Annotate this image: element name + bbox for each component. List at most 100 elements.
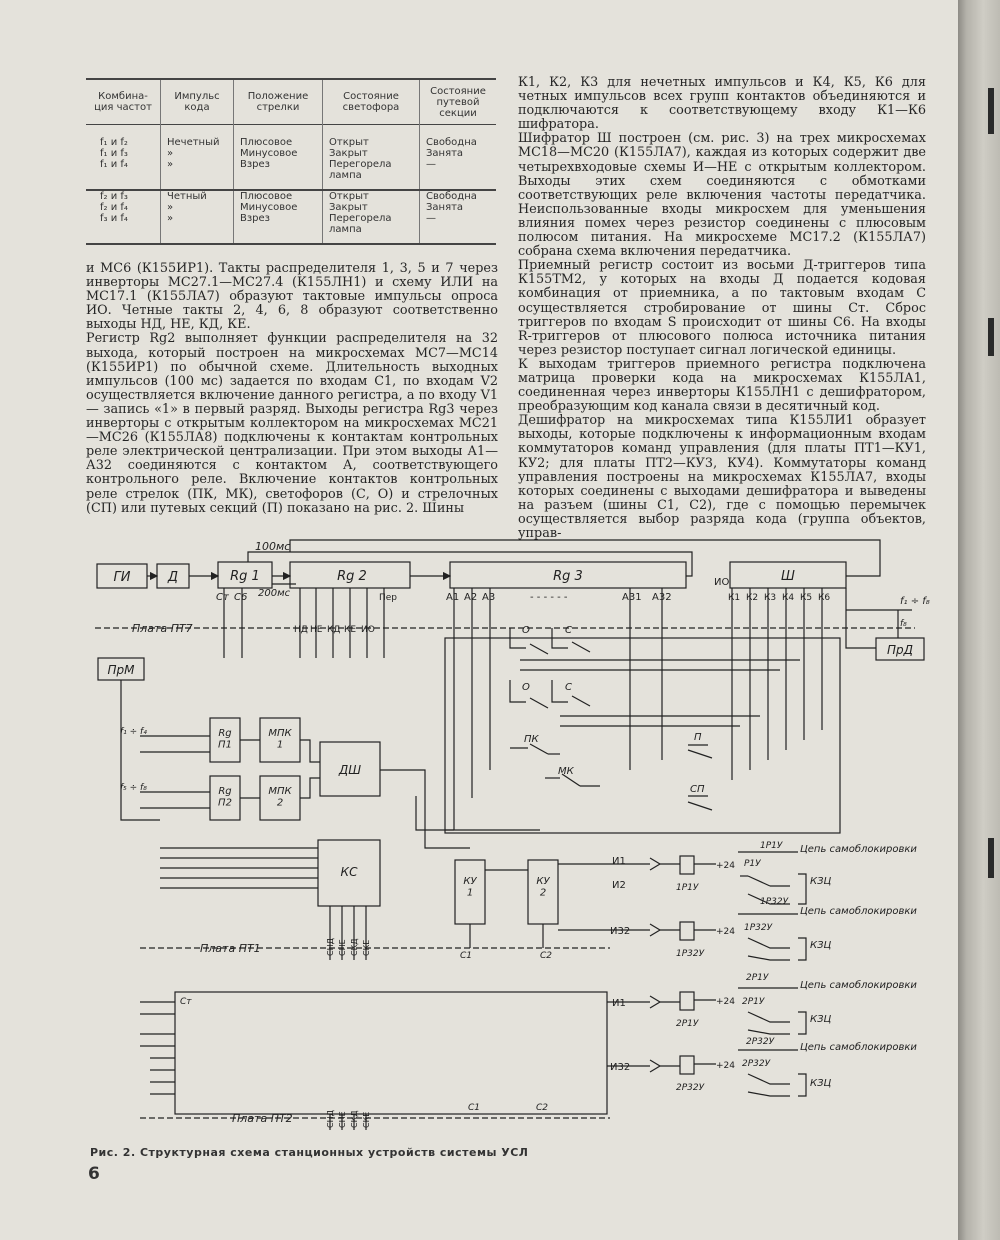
label-i32b: И32 bbox=[610, 1062, 630, 1073]
label-p24c: +24 bbox=[716, 997, 735, 1007]
block-prm-label: ПрМ bbox=[108, 663, 136, 677]
table-header-cell: Комбина- ция частот bbox=[94, 91, 152, 113]
label-nd: НД bbox=[294, 625, 308, 635]
label-k5: К5 bbox=[800, 593, 812, 603]
table-cell: Открыт Закрыт Перегорела лампа bbox=[322, 190, 420, 244]
table-cell: Четный » » bbox=[160, 190, 234, 244]
label-skd2: СКД bbox=[350, 1110, 359, 1128]
block-sh bbox=[729, 561, 847, 589]
label-a2: А2 bbox=[464, 592, 477, 603]
label-f1f4: f₁ ÷ f₄ bbox=[120, 727, 147, 737]
edge-mark bbox=[988, 318, 994, 356]
relay-2p1y bbox=[679, 991, 695, 1011]
frequency-state-table: Комбина- ция частот Импульс кода Положен… bbox=[86, 78, 496, 245]
edge-mark bbox=[988, 838, 994, 878]
block-d-label: Д bbox=[167, 570, 178, 585]
table-row: f₂ и f₃ f₂ и f₄ f₃ и f₄ Четный » » Плюсо… bbox=[86, 190, 496, 244]
relay-block-2: 2Р1У 2Р1У +24 2Р1У Цепь самоблокировки К… bbox=[676, 973, 917, 1097]
table-cell: Свободна Занята — bbox=[419, 190, 496, 244]
label-c2a: С2 bbox=[540, 951, 552, 961]
label-snd1: СНД bbox=[326, 938, 335, 956]
relay-1p1y-top: 1Р1У bbox=[760, 841, 783, 851]
block-rg1 bbox=[217, 561, 273, 589]
table-header-cell: Положение стрелки bbox=[233, 79, 323, 125]
body-text-right: К1, К2, К3 для нечетных импульсов и К4, … bbox=[518, 75, 926, 541]
label-a1: А1 bbox=[446, 592, 459, 603]
label-chain3: Цепь самоблокировки bbox=[800, 979, 917, 991]
label-p: П bbox=[694, 732, 702, 743]
label-sne1: СНЕ bbox=[338, 939, 347, 956]
relay-1p32y-top: 1Р32У bbox=[760, 897, 789, 907]
board-pt7: Плата ПТ7 f₁ ÷ f₈ f₈ ПрД bbox=[95, 588, 930, 661]
table-header-cell: Состояние светофора bbox=[322, 79, 420, 125]
block-ks bbox=[317, 839, 381, 907]
label-pk: ПК bbox=[524, 734, 540, 745]
label-kzc4: КЗЦ bbox=[810, 1078, 832, 1089]
label-c2b: С2 bbox=[536, 1103, 548, 1113]
relay-1p1y bbox=[679, 855, 695, 875]
label-k2: К2 bbox=[746, 593, 758, 603]
label-c-c2: С bbox=[565, 682, 572, 693]
adjacent-page-edge bbox=[958, 0, 1000, 1240]
pt2-board-frame bbox=[174, 991, 608, 1115]
relay-1p32y-c: 1Р32У bbox=[744, 923, 773, 933]
top-chain: ГИ Д Rg 1 Rg 2 Rg 3 Ш 100мс 200мс Ст С6 … bbox=[96, 539, 881, 830]
label-c-o2: О bbox=[522, 682, 530, 693]
label-f1f8: f₁ ÷ f₈ bbox=[900, 596, 930, 607]
label-a31: А31 bbox=[622, 592, 642, 603]
block-sh-label: Ш bbox=[781, 569, 795, 584]
relay-1p1y-c: Р1У bbox=[744, 859, 761, 869]
block-rg3-label: Rg 3 bbox=[553, 569, 583, 584]
block-rg2-label: Rg 2 bbox=[337, 569, 367, 584]
label-chain2: Цепь самоблокировки bbox=[800, 905, 917, 917]
label-p24a: +24 bbox=[716, 861, 735, 871]
label-kzc1: КЗЦ bbox=[810, 876, 832, 887]
block-diagram: ГИ Д Rg 1 Rg 2 Rg 3 Ш 100мс 200мс Ст С6 … bbox=[95, 539, 930, 1130]
relay-2p32y bbox=[679, 1055, 695, 1075]
label-a-dots: - - - - - - bbox=[530, 592, 568, 603]
label-kd: КД bbox=[327, 625, 340, 635]
label-st: Ст bbox=[216, 592, 230, 603]
contacts-area: О С О С ПК МК П СП bbox=[444, 625, 841, 834]
relay-2p1y-c: 2Р1У bbox=[742, 997, 765, 1007]
relay-2p1y-top: 2Р1У bbox=[746, 973, 769, 983]
label-per: Пер bbox=[379, 593, 397, 603]
relay-1p1y-bot: 1Р1У bbox=[676, 883, 699, 893]
relay-1p32y bbox=[679, 921, 695, 941]
relay-block-1: 1Р1У 1Р1У +24 Р1У Цепь самоблокировки КЗ… bbox=[676, 841, 917, 961]
label-io: ИО bbox=[714, 577, 729, 588]
label-i2a: И2 bbox=[612, 880, 626, 891]
label-st2: Ст bbox=[180, 997, 192, 1007]
relay-2p32y-bot: 2Р32У bbox=[676, 1083, 705, 1093]
label-k4: К4 bbox=[782, 593, 794, 603]
label-100ms: 100мс bbox=[255, 540, 290, 553]
relay-2p1y-bot: 2Р1У bbox=[676, 1019, 699, 1029]
page-number: 6 bbox=[88, 1164, 100, 1184]
label-pt7: Плата ПТ7 bbox=[132, 622, 193, 635]
label-c1b: С1 bbox=[468, 1103, 480, 1113]
contacts-frame bbox=[444, 637, 841, 834]
block-prd bbox=[875, 637, 925, 661]
block-rg1-label: Rg 1 bbox=[230, 569, 260, 584]
table-cell: Свободна Занята — bbox=[419, 124, 496, 190]
edge-mark bbox=[988, 88, 994, 134]
label-p24b: +24 bbox=[716, 927, 735, 937]
label-io2: ИО bbox=[361, 625, 375, 635]
body-text-left: и МС6 (К155ИР1). Такты распределителя 1,… bbox=[86, 261, 498, 516]
table-cell: Плюсовое Минусовое Взрез bbox=[233, 190, 323, 244]
label-c1a: С1 bbox=[460, 951, 472, 961]
label-i1b: И1 bbox=[612, 998, 626, 1009]
figure-caption: Рис. 2. Структурная схема станционных ус… bbox=[90, 1146, 529, 1159]
label-skd1: СКД bbox=[350, 938, 359, 956]
label-chain1: Цепь самоблокировки bbox=[800, 843, 917, 855]
label-c-c1: С bbox=[565, 625, 572, 636]
control-section-pt2: Ст Плата ПТ2 СНД СНЕ СКД СКЕ С1 С2 И1 И3… bbox=[140, 991, 680, 1130]
table-header-cell: Импульс кода bbox=[160, 79, 234, 125]
label-sne2: СНЕ bbox=[338, 1111, 347, 1128]
